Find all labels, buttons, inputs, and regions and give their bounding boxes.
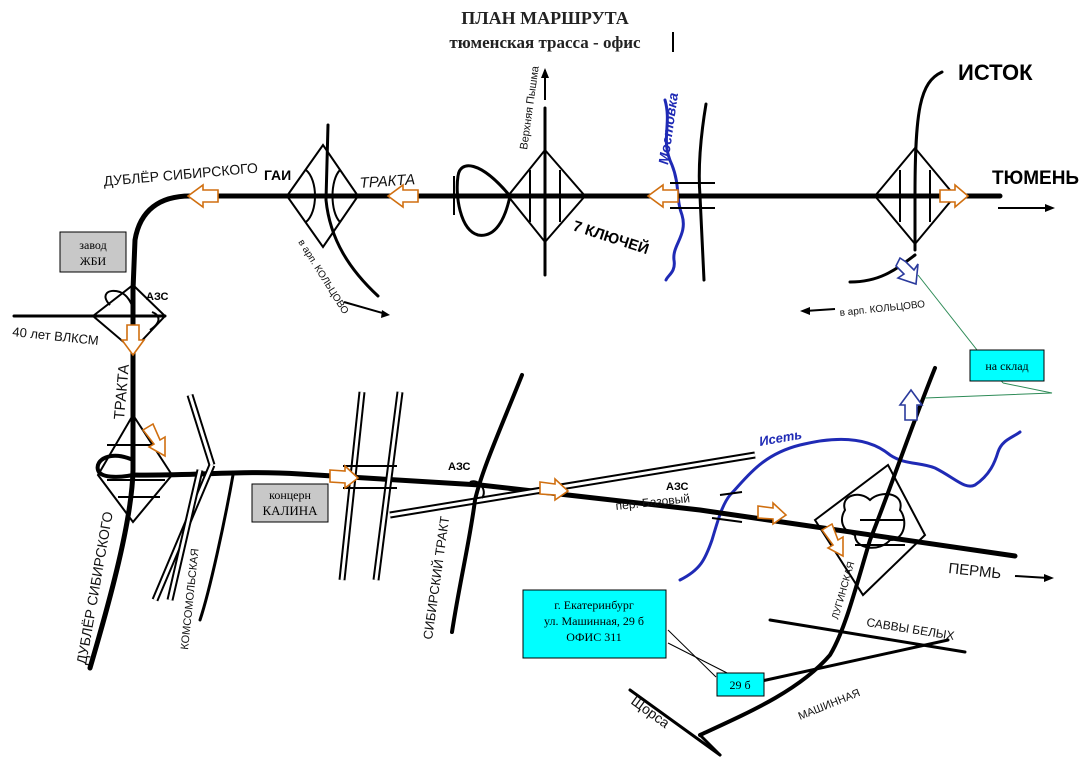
label-azs-1: АЗС: [146, 291, 169, 303]
pyshma-interchange: [506, 148, 587, 244]
label-sibirsky-trakt: СИБИРСКИЙ ТРАКТ: [420, 515, 452, 640]
route-arrows: [120, 183, 970, 558]
box-zbi-line2: ЖБИ: [80, 254, 107, 268]
box-office-line1: г. Екатеринбург: [554, 598, 634, 612]
label-shchorsa: Щорса: [628, 692, 673, 731]
railway-diagonal: [389, 451, 756, 519]
box-office-line2: ул. Машинная, 29 б: [544, 614, 644, 628]
north-road-east: [698, 366, 937, 737]
box-sklad-text: на склад: [985, 359, 1028, 373]
vlksm-interchange: [91, 283, 167, 352]
arrow-koltsovo: [895, 256, 919, 286]
box-office-line3: ОФИС 311: [566, 630, 622, 644]
box-zbi-line1: завод: [79, 238, 106, 252]
label-mostovka: Мостовка: [655, 91, 681, 165]
gai-interchange: [285, 143, 360, 249]
koltsovo-road-1: [324, 123, 380, 298]
label-azs-2: АЗС: [448, 461, 471, 473]
box-sklad: на склад: [969, 349, 1045, 382]
east-interchange: [813, 463, 927, 597]
map-title: ПЛАН МАРШРУТА: [461, 8, 629, 28]
railway-left: [151, 393, 216, 602]
railway-mid: [338, 391, 404, 581]
label-dubler-vert: ДУБЛЁР СИБИРСКОГО: [73, 510, 116, 665]
iset-river: [678, 430, 1022, 582]
istok-road: [913, 70, 944, 252]
box-number-text: 29 б: [729, 678, 750, 692]
label-koltsovo-2: в арп. КОЛЬЦОВО: [839, 299, 926, 319]
label-gai: ГАИ: [264, 167, 291, 183]
box-kalina: концерн КАЛИНА: [251, 483, 329, 523]
label-dubler-top: ДУБЛЁР СИБИРСКОГО: [103, 160, 259, 189]
label-7-klyuchey: 7 КЛЮЧЕЙ: [571, 217, 652, 258]
loop-ramp: [455, 164, 512, 237]
label-iset: Исеть: [758, 427, 803, 449]
sibirsky-trakt: [450, 373, 524, 634]
label-verkhnyaya-pyshma: Верхняя Пышма: [518, 64, 542, 150]
arrow-sklad: [898, 388, 924, 421]
map-subtitle: тюменская трасса - офис: [449, 33, 641, 52]
mostovka-river: [663, 98, 685, 282]
savvy-belykh: [768, 618, 967, 654]
label-vlksm: 40 лет ВЛКСМ: [12, 324, 100, 348]
label-trakta-vert: ТРАКТА: [111, 364, 133, 421]
label-tyumen: ТЮМЕНЬ: [992, 168, 1079, 189]
label-komsomolskaya: КОМСОМОЛЬСКАЯ: [179, 548, 202, 650]
top-highway: [130, 193, 1003, 293]
south-junction: [96, 413, 174, 524]
box-kalina-line2: КАЛИНА: [262, 503, 318, 518]
label-istok: ИСТОК: [958, 60, 1033, 85]
label-trakta-top: ТРАКТА: [359, 171, 416, 192]
box-zbi: завод ЖБИ: [59, 231, 127, 273]
label-azs-3: АЗС: [666, 481, 689, 493]
box-kalina-line1: концерн: [269, 488, 311, 502]
shchorsa: [628, 688, 722, 757]
label-perm: ПЕРМЬ: [948, 560, 1003, 582]
middle-road: [130, 470, 1018, 559]
box-number: 29 б: [716, 672, 765, 697]
box-office: г. Екатеринбург ул. Машинная, 29 б ОФИС …: [522, 589, 667, 659]
label-mashinnaya: МАШИННАЯ: [797, 687, 862, 723]
